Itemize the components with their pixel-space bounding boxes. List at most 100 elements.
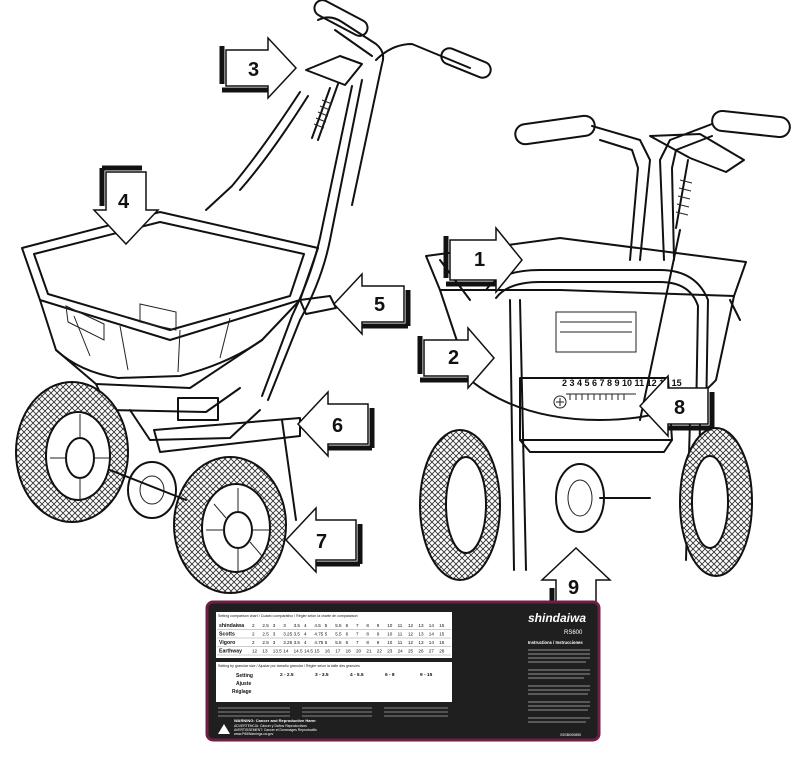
- chart-cell: 14: [429, 640, 435, 645]
- comparison-chart: [216, 612, 452, 658]
- right-wheel-left: [419, 429, 501, 581]
- left-impeller: [127, 461, 177, 519]
- chart-cell: 15: [439, 632, 445, 637]
- svg-text:2: 2: [448, 347, 459, 369]
- callout-6: 6: [296, 390, 375, 458]
- size-range: 3 - 3.5: [315, 672, 329, 678]
- setting-word: Setting: [236, 673, 253, 679]
- size-range: 2 - 2.5: [280, 672, 294, 678]
- chart-cell: 16: [325, 649, 331, 654]
- callout-1: 1: [443, 225, 523, 295]
- svg-text:6: 6: [332, 415, 343, 437]
- chart-cell: 2.5: [262, 632, 269, 637]
- svg-text:7: 7: [316, 531, 327, 553]
- callout-5: 5: [332, 272, 411, 336]
- left-wheel-rear: [15, 381, 129, 523]
- chart-cell: 23: [387, 649, 393, 654]
- chart-cell: 5: [325, 632, 328, 637]
- chart-cell: 12: [408, 632, 414, 637]
- callout-4: 4: [92, 165, 160, 246]
- chart-cell: 9: [377, 640, 380, 645]
- chart-cell: 20: [356, 649, 362, 654]
- chart-cell: 13: [418, 623, 424, 628]
- model-number: RS600: [564, 630, 583, 636]
- chart-cell: 25: [408, 649, 414, 654]
- chart-cell: 14.5: [304, 649, 313, 654]
- warning-line-fr: AVERTISSEMENT: Cancer et Dommages Reprod…: [234, 728, 317, 732]
- callout-7: 7: [284, 506, 363, 574]
- svg-text:9: 9: [568, 577, 579, 599]
- left-wheel-front: [173, 456, 287, 594]
- callout-3: 3: [219, 36, 298, 100]
- chart-cell: 8: [366, 640, 369, 645]
- size-range: 9 - 15: [420, 672, 433, 678]
- chart-cell: 3: [283, 623, 286, 628]
- chart-cell: 27: [429, 649, 435, 654]
- chart-cell: 3.25: [283, 640, 292, 645]
- left-spreader: [15, 0, 492, 594]
- chart-cell: 5.5: [335, 640, 342, 645]
- part-number: X5SB000850: [560, 733, 581, 737]
- lower-text-lines: [218, 707, 448, 717]
- chart-cell: 6: [346, 623, 349, 628]
- chart-cell: 11: [398, 623, 403, 628]
- chart-cell: 28: [439, 649, 445, 654]
- chart-cell: 8: [366, 632, 369, 637]
- right-handle-grip-right: [711, 109, 791, 139]
- chart-title: Setting comparison chart / Cuadro compar…: [218, 614, 358, 618]
- warning-url: www.P65Warnings.ca.gov: [234, 732, 274, 736]
- svg-text:4: 4: [118, 191, 130, 213]
- chart-cell: 6: [346, 632, 349, 637]
- chart-cell: 2: [252, 640, 255, 645]
- chart-cell: 3.5: [294, 640, 301, 645]
- chart-cell: 4: [304, 623, 307, 628]
- chart-cell: 12: [408, 640, 414, 645]
- chart-cell: 9: [377, 632, 380, 637]
- chart-cell: 3.5: [294, 632, 301, 637]
- chart-cell: 17: [335, 649, 341, 654]
- chart-cell: 9: [377, 623, 380, 628]
- chart-cell: 12: [252, 649, 258, 654]
- chart-cell: 11: [398, 640, 403, 645]
- chart-cell: 22: [377, 649, 383, 654]
- chart-cell: 15: [314, 649, 320, 654]
- size-ranges: 2 - 2.5 3 - 3.5 4 - 5.5 6 - 8 9 - 15: [280, 672, 433, 678]
- chart-cell: 10: [387, 640, 393, 645]
- reglage-word: Réglage: [232, 689, 252, 695]
- warning-icon: [218, 724, 230, 734]
- size-range: 4 - 5.5: [350, 672, 364, 678]
- chart-cell: 3.5: [294, 623, 301, 628]
- instructions-title: Instructions / Instrucciones: [528, 640, 583, 645]
- size-range: 6 - 8: [385, 672, 395, 678]
- chart-cell: 3: [273, 640, 276, 645]
- chart-cell: 13: [418, 632, 424, 637]
- chart-cell: 3: [273, 632, 276, 637]
- chart-cell: 7: [356, 623, 359, 628]
- callout-8: 8: [638, 374, 715, 438]
- chart-cell: 15: [439, 640, 445, 645]
- chart-cell: 7: [356, 632, 359, 637]
- svg-text:8: 8: [674, 397, 685, 419]
- callout-2: 2: [417, 325, 495, 391]
- chart-cell: 14.5: [294, 649, 303, 654]
- chart-cell: 2.5: [262, 623, 269, 628]
- right-wheel-right: [679, 427, 753, 577]
- chart-cell: 26: [418, 649, 424, 654]
- right-spreader: 2 3 4 5 6 7 8 9 10 11 12 13 15: [419, 109, 791, 581]
- chart-cell: 6: [346, 640, 349, 645]
- granular-title: Setting by granular size / Ajustar por t…: [218, 664, 360, 668]
- chart-brand: Vigoro: [219, 640, 235, 646]
- svg-text:1: 1: [474, 249, 485, 271]
- chart-cell: 14: [429, 632, 435, 637]
- chart-brand: Scotts: [219, 632, 235, 638]
- left-hopper-rim: [21, 211, 319, 341]
- plus-icon: [553, 395, 567, 409]
- granular-chart: [216, 662, 452, 702]
- warning-line-es: ADVERTENCIA: Cáncer y Daños Reproductivo…: [234, 724, 307, 728]
- right-control-lever: [649, 133, 745, 173]
- chart-cell: 4.75: [314, 640, 323, 645]
- svg-text:3: 3: [248, 59, 259, 81]
- ajuste-word: Ajuste: [236, 681, 252, 687]
- chart-cell: 5.5: [335, 632, 342, 637]
- instructions-text-lines: [528, 649, 590, 723]
